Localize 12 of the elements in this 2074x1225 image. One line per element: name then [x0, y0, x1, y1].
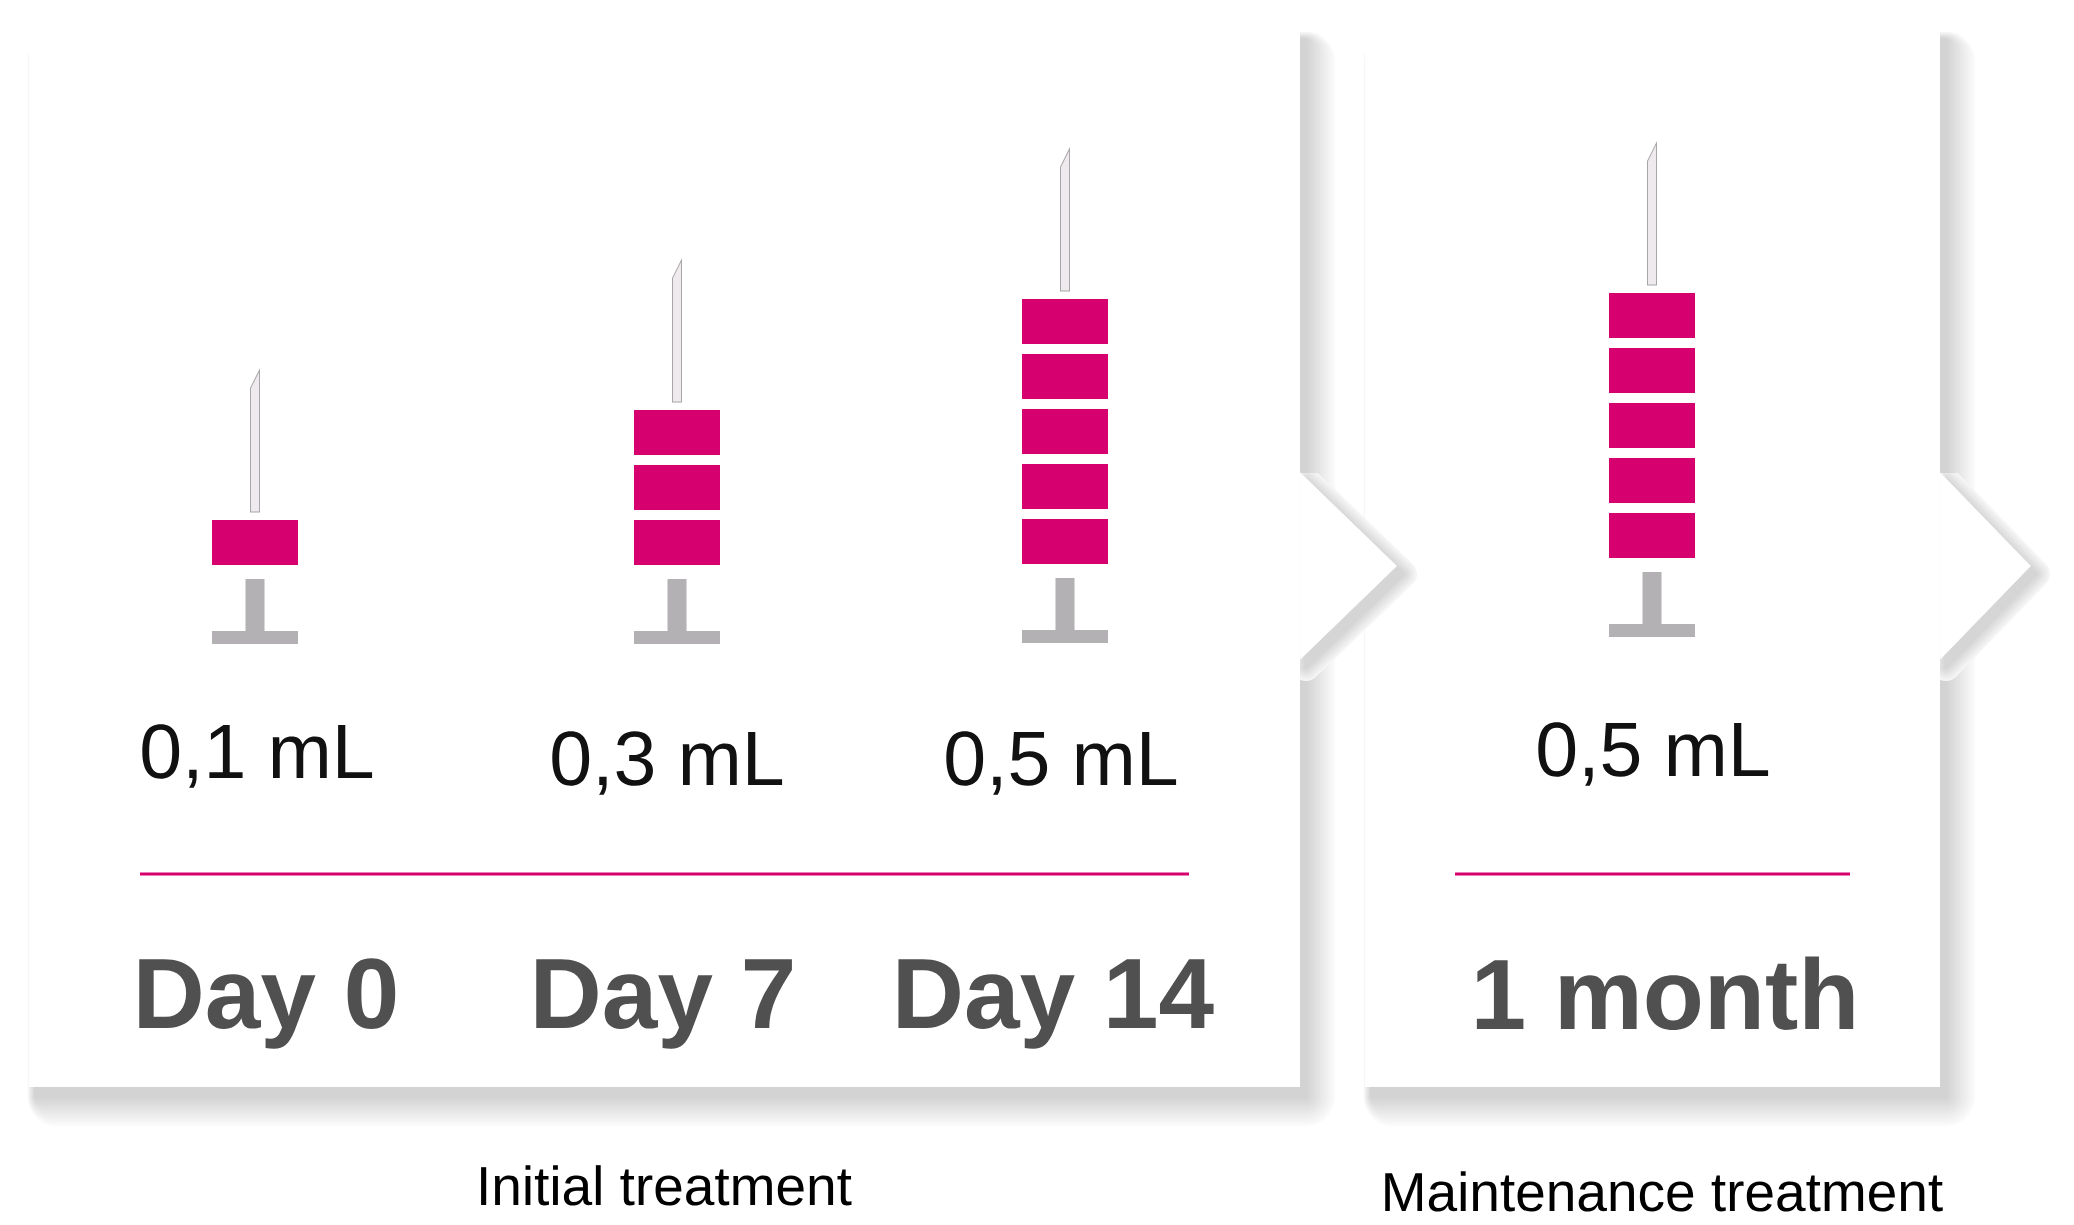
- dose-label: 0,1 mL: [142, 724, 373, 788]
- day-label: Day 0: [139, 958, 396, 1049]
- day-label: Day 7: [536, 959, 792, 1049]
- dose-label: 0,5 mL: [1538, 722, 1769, 786]
- chevron-arrow: [1940, 472, 2031, 660]
- chevron-arrow: [1300, 472, 1397, 660]
- day-label: Day 14: [898, 959, 1214, 1049]
- phase-label: Initial treatment: [481, 1165, 852, 1206]
- phase-label: Maintenance treatment: [1385, 1171, 1943, 1212]
- day-label: 1 month: [1476, 956, 1854, 1030]
- dose-label: 0,5 mL: [946, 731, 1177, 795]
- dose-label: 0,3 mL: [552, 731, 783, 795]
